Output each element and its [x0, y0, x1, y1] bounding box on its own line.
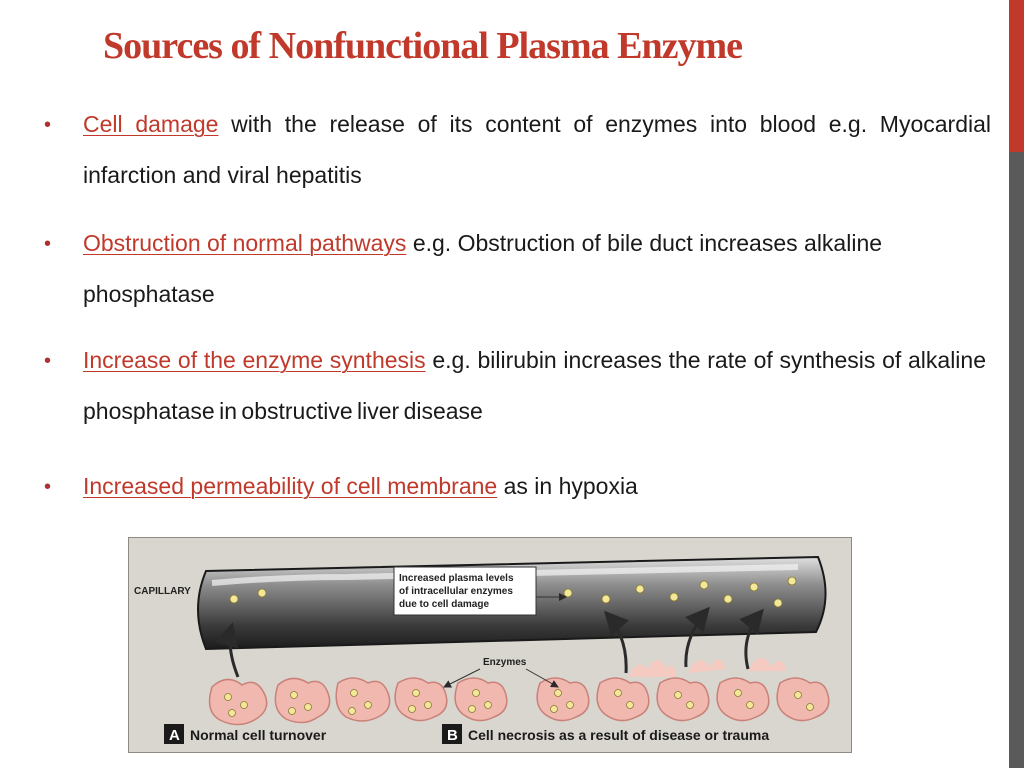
bullet-highlight: Obstruction of normal pathways — [83, 230, 407, 256]
bullet-text: as in hypoxia — [503, 473, 638, 499]
enzyme-dot — [723, 594, 733, 604]
cell — [454, 677, 508, 722]
enzyme-dot — [749, 582, 759, 592]
release-arrow — [214, 622, 240, 678]
cell — [536, 677, 590, 722]
side-accent-red — [1009, 0, 1024, 152]
bullet-item-cell-damage: Cell damage with the release of its cont… — [83, 99, 991, 201]
callout-text-1: Increased plasma levels — [399, 573, 514, 584]
bullet-marker: • — [44, 114, 52, 136]
enzyme-release-figure: Increased plasma levels of intracellular… — [128, 537, 852, 753]
callout-text-3: due to cell damage — [399, 599, 489, 610]
callout-text-2: of intracellular enzymes — [399, 586, 513, 597]
enzyme-dot — [773, 598, 783, 608]
panel-a-badge — [164, 724, 184, 744]
bullet-text: e.g. bilirubin increases the rate of syn… — [83, 347, 987, 424]
panel-b-caption: Cell necrosis as a result of disease or … — [468, 727, 769, 743]
cell — [208, 678, 268, 726]
slide-title: Sources of Nonfunctional Plasma Enzyme — [103, 25, 743, 67]
capillary-label: CAPILLARY — [134, 586, 191, 597]
bullet-marker: • — [44, 476, 52, 498]
cell — [776, 677, 830, 722]
panel-a-caption: Normal cell turnover — [190, 727, 327, 743]
bullet-text: e.g. Obstruction of bile duct increases … — [83, 230, 883, 307]
callout-box — [393, 566, 537, 616]
enzyme-dot — [669, 592, 679, 602]
cell — [656, 677, 710, 722]
release-arrow — [603, 610, 630, 674]
enzyme-dot — [257, 588, 267, 598]
enzymes-pointer — [525, 668, 559, 688]
cell — [394, 677, 448, 722]
side-accent-gray — [1009, 152, 1024, 768]
release-arrow — [684, 606, 710, 668]
bullet-item-synthesis: Increase of the enzyme synthesis e.g. bi… — [83, 335, 986, 437]
bullet-highlight: Cell damage — [83, 111, 219, 137]
release-arrow — [739, 608, 764, 670]
bullet-highlight: Increase of the enzyme synthesis — [83, 347, 426, 373]
bullet-marker: • — [44, 233, 52, 255]
cell — [716, 677, 770, 722]
enzyme-dot — [699, 580, 709, 590]
enzymes-pointer — [443, 668, 481, 688]
panel-b-badge — [442, 724, 462, 744]
enzyme-dot — [229, 594, 239, 604]
enzyme-dot — [563, 588, 573, 598]
side-accent-bar — [1009, 0, 1024, 768]
cell — [596, 677, 650, 722]
panel-b-letter: B — [447, 727, 458, 744]
panel-a-letter: A — [169, 727, 180, 744]
cell — [335, 677, 391, 722]
enzyme-dot — [601, 594, 611, 604]
bullet-item-obstruction: Obstruction of normal pathways e.g. Obst… — [83, 218, 983, 320]
enzyme-dot — [787, 576, 797, 586]
enzyme-dot — [635, 584, 645, 594]
bullet-text: with the release of its content of enzym… — [83, 111, 992, 188]
enzymes-label: Enzymes — [483, 657, 527, 668]
bullet-highlight: Increased permeability of cell membrane — [83, 473, 498, 499]
bullet-item-permeability: Increased permeability of cell membrane … — [83, 461, 983, 512]
bullet-marker: • — [44, 350, 52, 372]
